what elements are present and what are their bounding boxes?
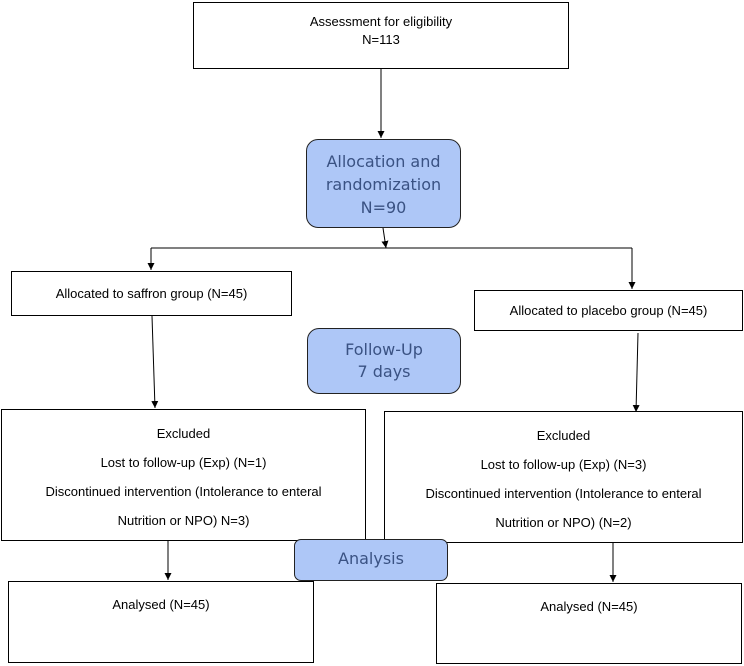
analysis-box: Analysis <box>294 539 448 581</box>
follow-up-duration: 7 days <box>357 362 411 381</box>
excluded-saffron-lost: Lost to follow-up (Exp) (N=1) <box>100 455 267 470</box>
assessment-count: N=113 <box>362 32 400 47</box>
allocation-line-1: Allocation and <box>326 152 441 171</box>
excluded-placebo-title: Excluded <box>536 428 591 443</box>
allocation-box: Allocation and randomization N=90 <box>306 139 461 228</box>
saffron-group-box: Allocated to saffron group (N=45) <box>11 271 292 316</box>
analysis-label: Analysis <box>338 549 404 568</box>
excluded-placebo-box: Excluded Lost to follow-up (Exp) (N=3) D… <box>384 411 743 543</box>
excluded-saffron-discontinued-2: Nutrition or NPO) N=3) <box>117 513 250 528</box>
placebo-group-box: Allocated to placebo group (N=45) <box>474 290 743 331</box>
assessment-box: Assessment for eligibility N=113 <box>193 2 569 69</box>
excluded-saffron-title: Excluded <box>156 426 211 441</box>
arrow-saffron-to-excluded <box>151 315 159 409</box>
excluded-saffron-discontinued-1: Discontinued intervention (Intolerance t… <box>45 484 322 499</box>
assessment-title: Assessment for eligibility <box>309 14 453 29</box>
excluded-placebo-discontinued-1: Discontinued intervention (Intolerance t… <box>425 486 702 501</box>
analysed-placebo-box: Analysed (N=45) <box>436 583 742 664</box>
excluded-placebo-discontinued-2: Nutrition or NPO) (N=2) <box>495 515 632 530</box>
follow-up-label: Follow-Up <box>345 340 423 359</box>
arrow-placebo-to-excluded <box>632 332 640 413</box>
follow-up-box: Follow-Up 7 days <box>307 328 461 394</box>
allocation-count: N=90 <box>360 198 407 217</box>
analysed-saffron-box: Analysed (N=45) <box>8 581 314 663</box>
analysed-saffron-label: Analysed (N=45) <box>112 597 210 612</box>
analysed-placebo-label: Analysed (N=45) <box>540 599 638 614</box>
excluded-saffron-box: Excluded Lost to follow-up (Exp) (N=1) D… <box>1 409 366 541</box>
allocation-line-2: randomization <box>325 175 442 194</box>
saffron-group-label: Allocated to saffron group (N=45) <box>55 286 248 301</box>
excluded-placebo-lost: Lost to follow-up (Exp) (N=3) <box>480 457 647 472</box>
placebo-group-label: Allocated to placebo group (N=45) <box>509 303 708 318</box>
arrow-allocation-to-split <box>381 227 389 249</box>
